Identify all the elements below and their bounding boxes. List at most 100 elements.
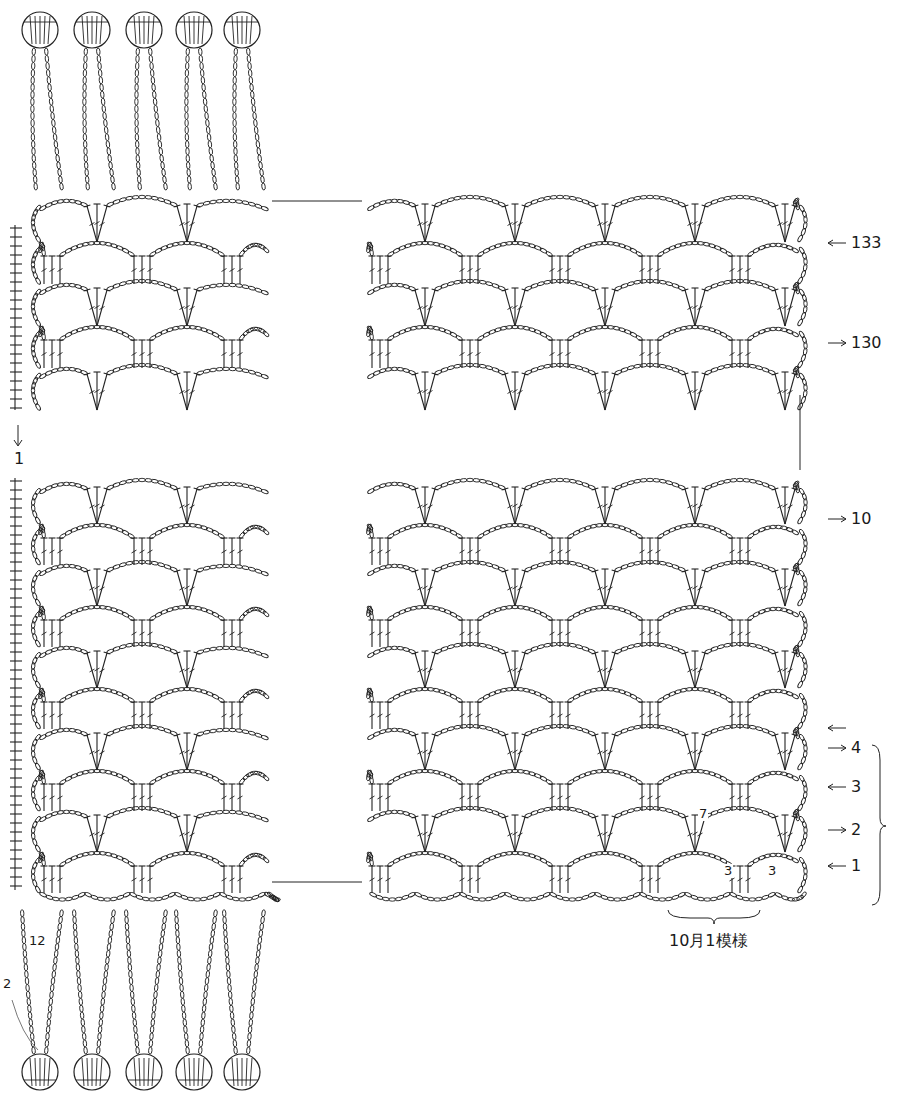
stitch-line: [693, 750, 698, 753]
stitch-line: [377, 537, 384, 538]
stitch-line: [476, 550, 481, 553]
chain-stitch: [498, 648, 506, 654]
chain-stitch: [254, 525, 262, 530]
stitch-line: [229, 701, 236, 702]
stitch-line: [602, 814, 609, 815]
stitch-line: [230, 878, 235, 881]
chain-stitch: [588, 812, 596, 818]
stitch-line: [422, 371, 429, 372]
stitch-line: [468, 714, 473, 717]
stitch-line: [90, 587, 95, 590]
stitch-line: [428, 505, 433, 508]
stitch-line: [785, 374, 795, 410]
stitch-line: [423, 832, 428, 835]
chain-stitch: [127, 779, 135, 786]
stitch-line: [467, 783, 474, 784]
chain-stitch: [261, 735, 269, 741]
stitch-line: [603, 668, 608, 671]
stitch-line: [42, 796, 47, 799]
chain-stitch: [369, 613, 373, 621]
stitch-line: [746, 632, 751, 635]
stitch-line: [94, 486, 101, 487]
stitch-line: [508, 669, 513, 672]
stitch-line: [377, 619, 384, 620]
stitch-line: [783, 668, 788, 671]
stitch-line: [640, 632, 645, 635]
stitch-line: [58, 632, 63, 635]
stitch-line: [100, 391, 105, 394]
stitch-line: [738, 550, 743, 553]
chain-stitch: [261, 489, 269, 495]
stitch-line: [95, 750, 100, 753]
chain-stitch: [455, 615, 463, 622]
stitch-line: [238, 796, 243, 799]
stitch-line: [647, 701, 654, 702]
stitch-line: [132, 714, 137, 717]
stitch-line: [386, 878, 391, 881]
stitch-line: [602, 568, 609, 569]
chain-stitch: [34, 652, 41, 660]
stitch-line: [184, 650, 191, 651]
stitch-line: [460, 550, 465, 553]
stitch-line: [377, 865, 384, 866]
chain-stitch: [246, 771, 254, 777]
stitch-line: [693, 832, 698, 835]
chain-stitch: [80, 370, 88, 376]
stitch-line: [738, 878, 743, 881]
stitch-line: [558, 878, 563, 881]
stitch-line: [230, 714, 235, 717]
stitch-line: [557, 537, 564, 538]
chain-stitch: [262, 856, 270, 863]
chain-stitch: [254, 607, 262, 612]
chain-stitch: [41, 531, 45, 539]
stitch-line: [467, 619, 474, 620]
stitch-line: [460, 878, 465, 881]
stitch-line: [737, 619, 744, 620]
chain-stitch: [246, 525, 254, 531]
chain-stitch: [41, 613, 45, 621]
chain-stitch: [217, 615, 225, 622]
chain-stitch: [543, 892, 551, 898]
chain-stitch: [588, 566, 596, 572]
chain-stitch: [80, 649, 88, 655]
stitch-line: [50, 632, 55, 635]
stitch-line: [513, 504, 518, 507]
stitch-line: [695, 653, 705, 688]
stitch-line: [508, 505, 513, 508]
stitch-line: [95, 832, 100, 835]
stitch-line: [550, 550, 555, 553]
stitch-line: [566, 878, 571, 881]
chain-stitch: [242, 527, 250, 534]
stitch-line: [648, 632, 653, 635]
stitch-line: [370, 878, 375, 881]
chain-stitch: [635, 533, 643, 540]
stitch-line: [95, 504, 100, 507]
chain-stitch: [80, 567, 88, 573]
stitch-line: [148, 714, 153, 717]
stitch-line: [95, 390, 100, 393]
stitch-line: [378, 796, 383, 799]
stitch-line: [378, 550, 383, 553]
stitch-line: [557, 701, 564, 702]
stitch-line: [512, 732, 519, 733]
stitch-line: [230, 550, 235, 553]
chain-stitch: [217, 861, 225, 868]
stitch-line: [95, 586, 100, 589]
stitch-line: [378, 878, 383, 881]
stitch-line: [605, 571, 615, 606]
stitch-line: [788, 751, 793, 754]
stitch-line: [50, 714, 55, 717]
chain-stitch: [678, 648, 686, 654]
chain-stitch: [170, 730, 178, 736]
chain-stitch: [80, 485, 88, 491]
stitch-line: [139, 701, 146, 702]
chain-stitch: [588, 369, 596, 375]
chain-stitch: [170, 648, 178, 654]
stitch-line: [648, 878, 653, 881]
chain-stitch: [768, 484, 776, 490]
stitch-line: [788, 669, 793, 672]
chain-stitch: [34, 857, 41, 865]
stitch-line: [425, 653, 435, 688]
stitch-line: [783, 586, 788, 589]
